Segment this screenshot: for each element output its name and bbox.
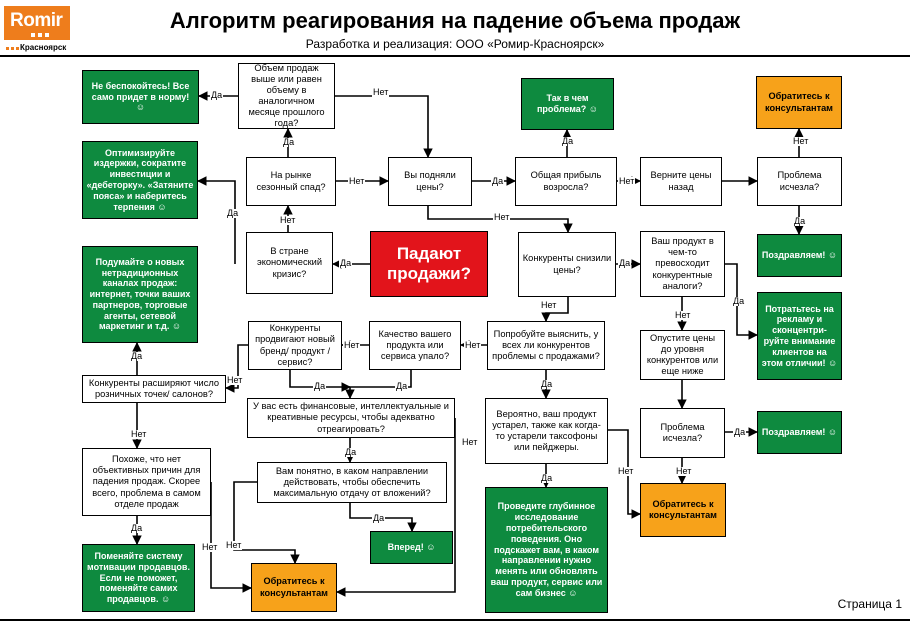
edge-label: Нет	[343, 340, 361, 350]
edge-label: Да	[491, 176, 505, 186]
question-problem-gone-1-node: Проблема исчезла?	[757, 157, 842, 206]
logo-sub-dots	[6, 47, 19, 50]
logo-wordmark: Romir	[10, 10, 63, 31]
answer-consult-1-node: Обратитесь к консультантам	[756, 76, 842, 129]
edge-label: Да	[313, 381, 327, 391]
edge-direction-consult	[233, 481, 300, 564]
edge-label: Нет	[348, 176, 366, 186]
answer-dont-worry-node: Не беспокойтесь! Все само придет в норму…	[82, 70, 199, 124]
question-no-reasons-node: Похоже, что нет объективных причин для п…	[82, 448, 211, 516]
question-new-brand-node: Конкуренты продвигают новый бренд/ проду…	[248, 321, 342, 370]
edge-quality-resources	[345, 370, 412, 399]
edge-comp-find	[541, 297, 569, 322]
edge-label: Нет	[464, 340, 482, 350]
edge-crisis-optimize	[197, 176, 236, 264]
edge-label: Нет	[225, 540, 243, 550]
edge-label: Нет	[675, 466, 693, 476]
question-season-node: На рынке сезонный спад?	[246, 157, 336, 206]
page-title: Алгоритм реагирования на падение объема …	[169, 8, 741, 33]
answer-congrats-2-node: Поздравляем! ☺	[757, 411, 842, 454]
question-direction-node: Вам понятно, в каком направлении действо…	[257, 462, 447, 503]
page-subtitle: Разработка и реализация: ООО «Ромир-Крас…	[305, 37, 605, 51]
answer-what-problem-node: Так в чем проблема? ☺	[521, 78, 614, 130]
answer-forward-node: Вперед! ☺	[370, 531, 453, 564]
romir-logo: Romir Красноярск	[4, 6, 76, 52]
edge-volume-raised	[335, 95, 433, 158]
logo-city: Красноярск	[20, 43, 67, 52]
answer-consult-2-node: Обратитесь к консультантам	[640, 483, 726, 537]
question-crisis-node: В стране экономический кризис?	[246, 232, 333, 294]
edge-label: Да	[540, 473, 554, 483]
edge-label: Нет	[792, 136, 810, 146]
edge-label: Нет	[540, 300, 558, 310]
answer-advertise-node: Потратьтесь на рекламу и сконцентри- руй…	[757, 292, 842, 380]
question-competitors-lowered-node: Конкуренты снизили цены?	[518, 232, 616, 297]
start-node: Падают продажи?	[370, 231, 488, 297]
edge-label: Нет	[372, 87, 390, 97]
edge-label: Нет	[674, 310, 692, 320]
edge-label: Да	[344, 447, 358, 457]
answer-lower-prices-node: Опустите цены до уровня конкурентов или …	[640, 330, 725, 380]
question-quality-node: Качество вашего продукта или сервиса упа…	[369, 321, 461, 370]
edge-newbrand-retail	[225, 344, 248, 393]
edge-label: Да	[339, 258, 353, 268]
logo-box: Romir	[4, 6, 70, 40]
edge-label: Да	[395, 381, 409, 391]
page-number: Страница 1	[837, 597, 902, 611]
edge-label: Да	[732, 296, 746, 306]
edge-label: Да	[733, 427, 747, 437]
edge-label: Да	[372, 513, 386, 523]
edge-label: Нет	[618, 176, 636, 186]
question-volume-node: Объем продаж выше или равен объему в ана…	[238, 63, 335, 129]
footer-divider	[0, 619, 910, 621]
edge-label: Да	[618, 258, 632, 268]
header-divider	[0, 55, 910, 57]
edge-label: Нет	[461, 437, 479, 447]
edge-label: Нет	[201, 542, 219, 552]
edge-label: Да	[210, 90, 224, 100]
question-resources-node: У вас есть финансовые, интеллектуальные …	[247, 398, 455, 438]
question-profit-node: Общая прибыль возросла?	[515, 157, 617, 206]
edge-label: Нет	[279, 215, 297, 225]
answer-nontraditional-channels-node: Подумайте о новых нетрадиционных каналах…	[82, 246, 198, 343]
question-problem-gone-2-node: Проблема исчезла?	[640, 408, 725, 458]
edge-label: Да	[561, 136, 575, 146]
answer-research-node: Проведите глубинное исследование потреби…	[485, 487, 608, 613]
edge-label: Нет	[130, 429, 148, 439]
question-superior-node: Ваш продукт в чем-то превосходит конкуре…	[640, 231, 725, 297]
logo-dots	[31, 33, 49, 37]
edge-label: Да	[226, 208, 240, 218]
edge-label: Да	[540, 379, 554, 389]
answer-congrats-1-node: Поздравляем! ☺	[757, 234, 842, 277]
edge-label: Да	[130, 523, 144, 533]
edge-label: Нет	[493, 212, 511, 222]
answer-consult-3-node: Обратитесь к консультантам	[251, 563, 337, 612]
answer-optimize-node: Оптимизируйте издержки, сократите инвест…	[82, 141, 198, 219]
question-retail-node: Конкуренты расширяют число розничных точ…	[82, 375, 226, 403]
question-raised-prices-node: Вы подняли цены?	[388, 157, 472, 206]
answer-motivation-node: Поменяйте систему мотивации продавцов. Е…	[82, 544, 195, 612]
edge-label: Нет	[226, 375, 244, 385]
question-outdated-node: Вероятно, ваш продукт устарел, также как…	[485, 398, 608, 464]
edge-newbrand-resources	[289, 370, 351, 392]
answer-return-prices-node: Верните цены назад	[640, 157, 722, 206]
edge-resources-consult	[336, 418, 456, 597]
question-find-out-node: Попробуйте выяснить, у всех ли конкурент…	[487, 321, 605, 370]
edge-noreasons-consult	[210, 482, 252, 593]
edge-label: Да	[282, 137, 296, 147]
edge-label: Нет	[617, 466, 635, 476]
edge-label: Да	[130, 351, 144, 361]
edge-label: Да	[793, 216, 807, 226]
